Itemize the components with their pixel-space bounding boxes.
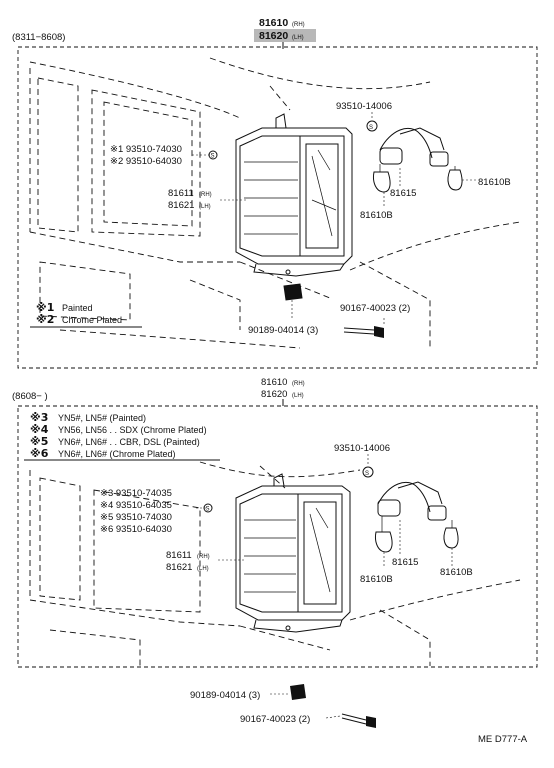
lower-frame	[17, 405, 538, 668]
svg-text:(RH): (RH)	[199, 192, 212, 198]
svg-text:※5: ※5	[30, 435, 48, 448]
lower-note-5: YN6#, LN6# . . CBR, DSL (Painted)	[58, 437, 200, 447]
svg-text:(LH): (LH)	[292, 393, 304, 399]
highlight-box	[254, 29, 316, 42]
svg-text:(LH): (LH)	[292, 35, 304, 41]
loose-parts: 90189-04014 (3) 90167-40023 (2)	[190, 684, 376, 728]
upper-clip	[283, 283, 303, 301]
upper-side-marker-lamp	[235, 113, 353, 277]
lower-body-outline	[29, 461, 521, 666]
lower-socket-assy: 81615	[392, 557, 418, 568]
upper-socket-part: 93510-14006	[336, 101, 392, 112]
lower-lens-part-3: ※3 93510-74035	[100, 488, 172, 499]
upper-top-part-lh: 81620	[259, 30, 288, 42]
lower-screw	[341, 713, 376, 728]
upper-section: (8311−8608) 81610 (RH) 81620 (LH)	[12, 17, 538, 369]
lower-lens-part-6: ※6 93510-64030	[100, 524, 172, 535]
svg-text:※4: ※4	[30, 423, 49, 436]
lower-date-range: (8608− )	[12, 391, 48, 402]
upper-bulb-2: 81610B	[478, 177, 511, 188]
upper-lens-part-1: ※1 93510-74030	[110, 144, 182, 155]
lower-clip-part: 90189-04014 (3)	[190, 690, 260, 701]
upper-note-1-mark: ※1	[36, 301, 54, 314]
upper-screw-part: 90167-40023 (2)	[340, 303, 410, 314]
lower-lens-part-4: ※4 93510-64035	[100, 500, 172, 511]
upper-note-2: Chrome Plated	[62, 315, 122, 325]
svg-text:S: S	[211, 154, 215, 160]
svg-text:(LH): (LH)	[197, 566, 209, 572]
lower-bulb-1: 81610B	[360, 574, 393, 585]
lower-top-part-lh: 81620	[261, 389, 287, 400]
lower-lamp-lh: 81621	[166, 562, 192, 573]
upper-lamp-rh: 81611	[168, 188, 194, 199]
svg-text:(RH): (RH)	[292, 22, 305, 28]
upper-socket-assembly: S	[366, 120, 463, 193]
upper-socket-assy: 81615	[390, 188, 416, 199]
lower-socket-part: 93510-14006	[334, 443, 390, 454]
upper-date-range: (8311−8608)	[12, 32, 65, 43]
lower-note-3: YN5#, LN5# (Painted)	[58, 413, 146, 423]
svg-text:※6: ※6	[30, 447, 49, 460]
svg-text:(LH): (LH)	[199, 204, 211, 210]
lower-side-marker-lamp	[235, 473, 351, 633]
upper-bulb-1: 81610B	[360, 210, 393, 221]
upper-top-part-rh: 81610	[259, 17, 288, 29]
svg-text:S: S	[206, 507, 210, 513]
lower-lamp-rh: 81611	[166, 550, 192, 561]
upper-lamp-lh: 81621	[168, 200, 194, 211]
lower-clip	[290, 684, 306, 700]
lower-note-6: YN6#, LN6# (Chrome Plated)	[58, 449, 176, 459]
svg-text:※3: ※3	[30, 411, 48, 424]
lower-section: 81610 (RH) 81620 (LH) (8608− ) ※3 YN5#, …	[12, 377, 538, 668]
upper-body-outline	[29, 57, 521, 350]
upper-clip-part: 90189-04014 (3)	[248, 325, 318, 336]
lower-note-4: YN56, LN56 . . SDX (Chrome Plated)	[58, 425, 207, 435]
svg-text:S: S	[369, 125, 373, 131]
diagram-code: ME D777-A	[478, 734, 528, 745]
svg-text:S: S	[365, 471, 369, 477]
lower-lens-part-5: ※5 93510-74030	[100, 512, 172, 523]
svg-text:(RH): (RH)	[292, 381, 305, 387]
svg-text:(RH): (RH)	[197, 554, 210, 560]
upper-screw	[343, 326, 384, 338]
upper-frame	[17, 46, 538, 369]
upper-note-2-mark: ※2	[36, 313, 54, 326]
lower-top-part-rh: 81610	[261, 377, 287, 388]
lower-bulb-2: 81610B	[440, 567, 473, 578]
lower-socket-assembly: S	[362, 466, 459, 553]
lower-screw-part: 90167-40023 (2)	[240, 714, 310, 725]
upper-note-1: Painted	[62, 303, 93, 313]
upper-lens-part-2: ※2 93510-64030	[110, 156, 182, 167]
